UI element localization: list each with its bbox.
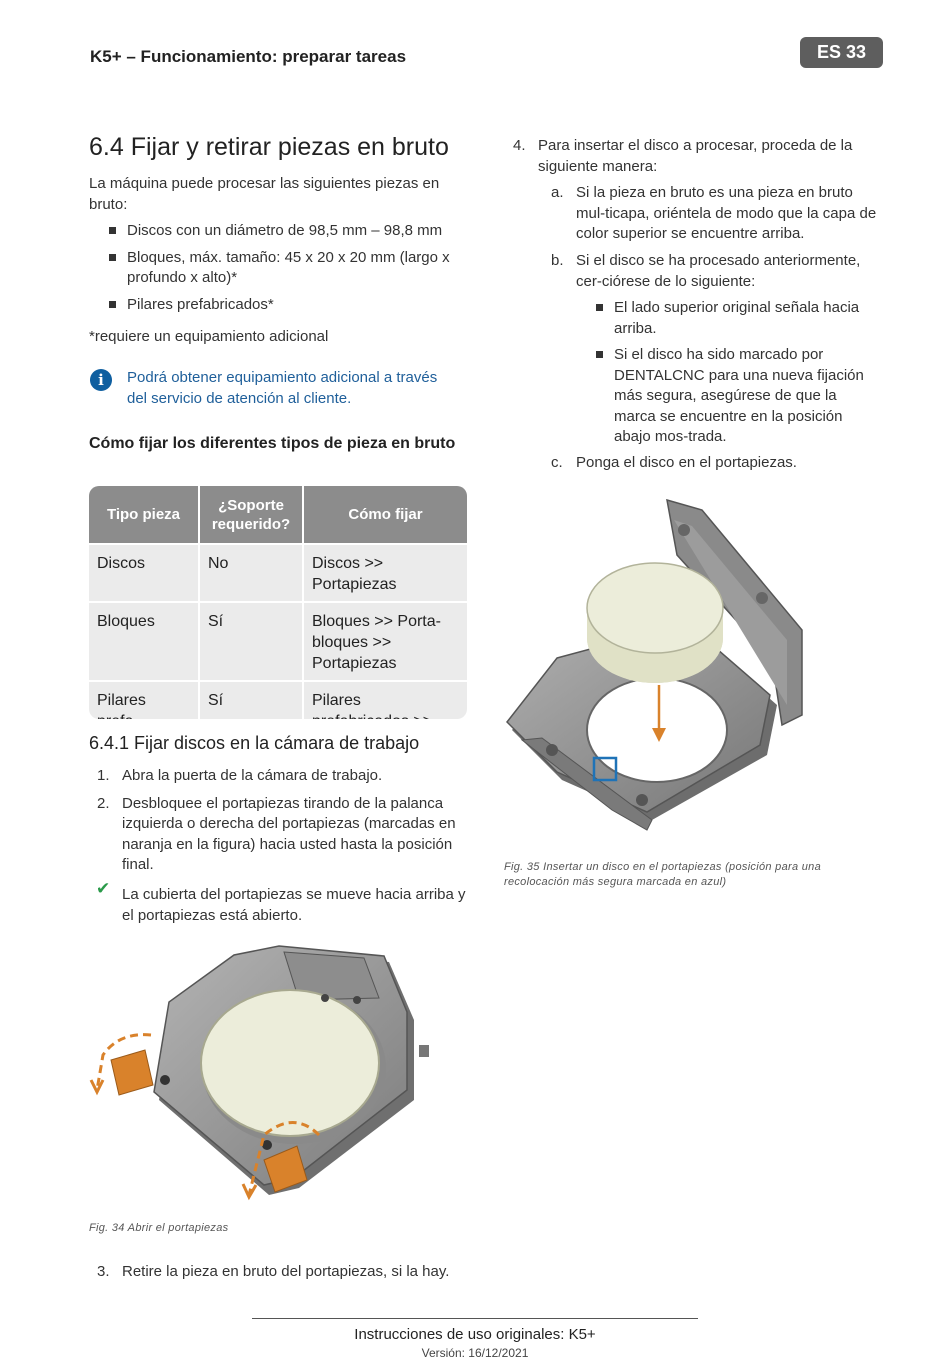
step-text: Para insertar el disco a procesar, proce… [538,137,853,175]
list-item: El lado superior original señala hacia a… [594,298,874,339]
workpiece-list: Discos con un diámetro de 98,5 mm – 98,8… [107,221,457,321]
checkmark-icon: ✔ [96,879,111,898]
sub-step-label: a. [551,184,564,201]
list-item: Pilares prefabricados* [107,295,457,316]
sub-step-text: Ponga el disco en el portapiezas. [576,454,797,471]
table-row: Pilares prefa-bricados Sí Pilares prefab… [89,680,467,719]
table-cell: Discos >> Portapiezas [303,543,467,602]
table-cell: Bloques >> Porta-bloques >> Portapiezas [303,601,467,681]
steps-list: 1. Abra la puerta de la cámara de trabaj… [89,766,464,883]
table-cell: Sí [199,680,304,719]
result-text: La cubierta del portapiezas se mueve hac… [122,886,466,924]
step-number: 4. [513,137,526,154]
info-text: Podrá obtener equipamiento adicional a t… [127,369,438,407]
list-item: 3. Retire la pieza en bruto del portapie… [89,1262,464,1283]
step-text: Desbloquee el portapiezas tirando de la … [122,794,456,874]
list-item: Bloques, máx. tamaño: 45 x 20 x 20 mm (l… [107,248,457,289]
footer-title: Instrucciones de uso originales: K5+ [354,1326,596,1343]
table-header: Cómo fijar [303,486,467,544]
info-icon: i [90,369,112,391]
footer-version: Versión: 16/12/2021 [421,1346,529,1360]
table-cell: Sí [199,601,304,681]
step-number: 2. [97,794,110,812]
list-item: 2. Desbloquee el portapiezas tirando de … [89,794,464,876]
table-cell: No [199,543,304,602]
table-cell: Pilares prefabricados >> Soporte de pila… [303,680,467,719]
sub-bullet-list: El lado superior original señala hacia a… [594,298,874,454]
step-text: Retire la pieza en bruto del portapiezas… [122,1263,450,1280]
list-item: Discos con un diámetro de 98,5 mm – 98,8… [107,221,457,242]
table-cell: Bloques [89,601,200,681]
table-row: Discos No Discos >> Portapiezas [89,543,467,602]
intro-text: La máquina puede procesar las siguientes… [89,175,440,213]
sub-step-text: Si el disco se ha procesado anteriorment… [576,252,861,290]
step-number: 3. [97,1263,110,1280]
footer-divider [252,1318,698,1319]
sub-step-label: c. [551,454,563,471]
header-title: K5+ – Funcionamiento: preparar tareas [90,47,407,66]
table-row: Bloques Sí Bloques >> Porta-bloques >> P… [89,601,467,681]
table-cell: Discos [89,543,200,602]
figure-caption: Fig. 35 Insertar un disco en el portapie… [504,861,821,888]
fixing-table: Tipo pieza ¿Soporte requerido? Cómo fija… [89,486,467,719]
section-title: 6.4 Fijar y retirar piezas en bruto [89,133,449,161]
figure-caption: Fig. 34 Abrir el portapiezas [89,1222,229,1234]
sub-step-text: Si la pieza en bruto es una pieza en bru… [576,184,877,242]
table-heading: Cómo fijar los diferentes tipos de pieza… [89,435,456,452]
table-cell: Pilares prefa-bricados [89,680,200,719]
table-header: Tipo pieza [89,486,200,544]
step-number: 1. [97,767,110,784]
page-number-badge: ES 33 [800,37,883,68]
workpiece-holder-open-illustration [89,945,429,1201]
step-text: Abra la puerta de la cámara de trabajo. [122,767,383,784]
list-item: 1. Abra la puerta de la cámara de trabaj… [89,766,464,787]
steps-list-continued: 3. Retire la pieza en bruto del portapie… [89,1262,464,1290]
table-header: ¿Soporte requerido? [199,486,304,544]
footnote: *requiere un equipamiento adicional [89,328,329,345]
insert-disc-illustration [506,498,803,831]
sub-step-label: b. [551,252,564,269]
list-item: Si el disco ha sido marcado por DENTALCN… [594,345,874,448]
subsection-title: 6.4.1 Fijar discos en la cámara de traba… [89,733,420,753]
